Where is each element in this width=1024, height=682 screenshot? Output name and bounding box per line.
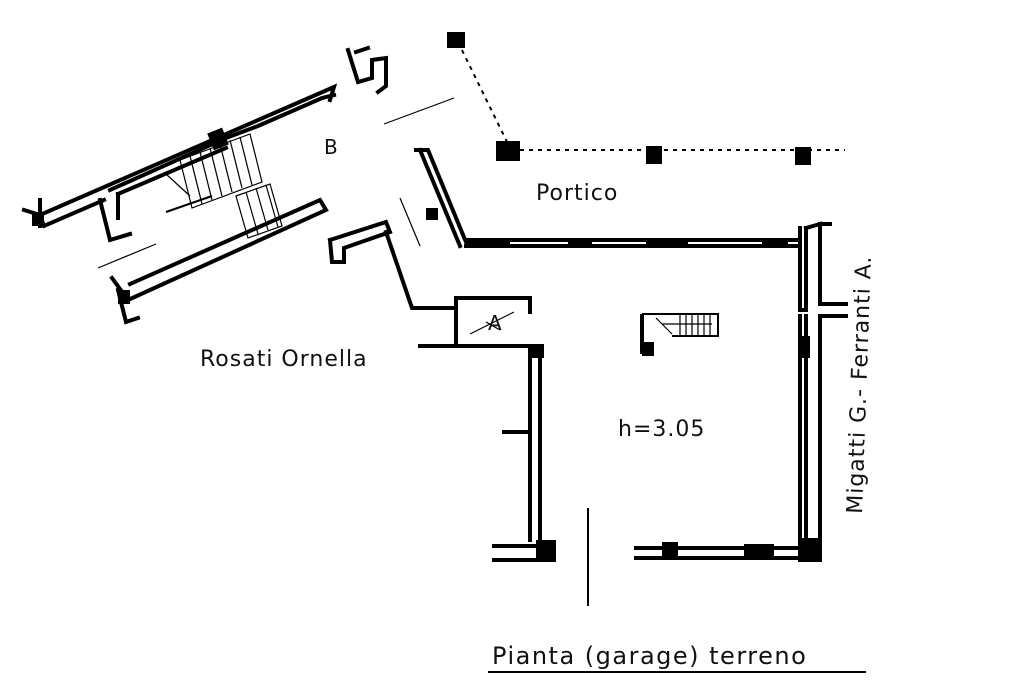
lateral-staircase <box>469 311 515 335</box>
portico-outline <box>447 32 845 165</box>
neighbor-west-label: Rosati Ornella <box>200 347 368 372</box>
plan-title: Pianta (garage) terreno <box>492 642 807 670</box>
block-b-staircase <box>165 133 283 239</box>
portico-pillar <box>646 146 662 164</box>
portico-pillar <box>795 147 811 165</box>
portico-pillar <box>496 141 520 161</box>
portico-pillar <box>447 32 465 48</box>
room-height-label: h=3.05 <box>618 417 705 442</box>
garage-walls <box>327 147 848 606</box>
block-b-label: B <box>324 135 339 159</box>
garage-staircase <box>640 313 719 356</box>
neighbor-east-label: Migatti G.- Ferranti A. <box>843 255 877 514</box>
block-b-walls <box>21 45 455 325</box>
portico-label: Portico <box>536 181 618 206</box>
stair-mark-label: A <box>488 311 503 335</box>
